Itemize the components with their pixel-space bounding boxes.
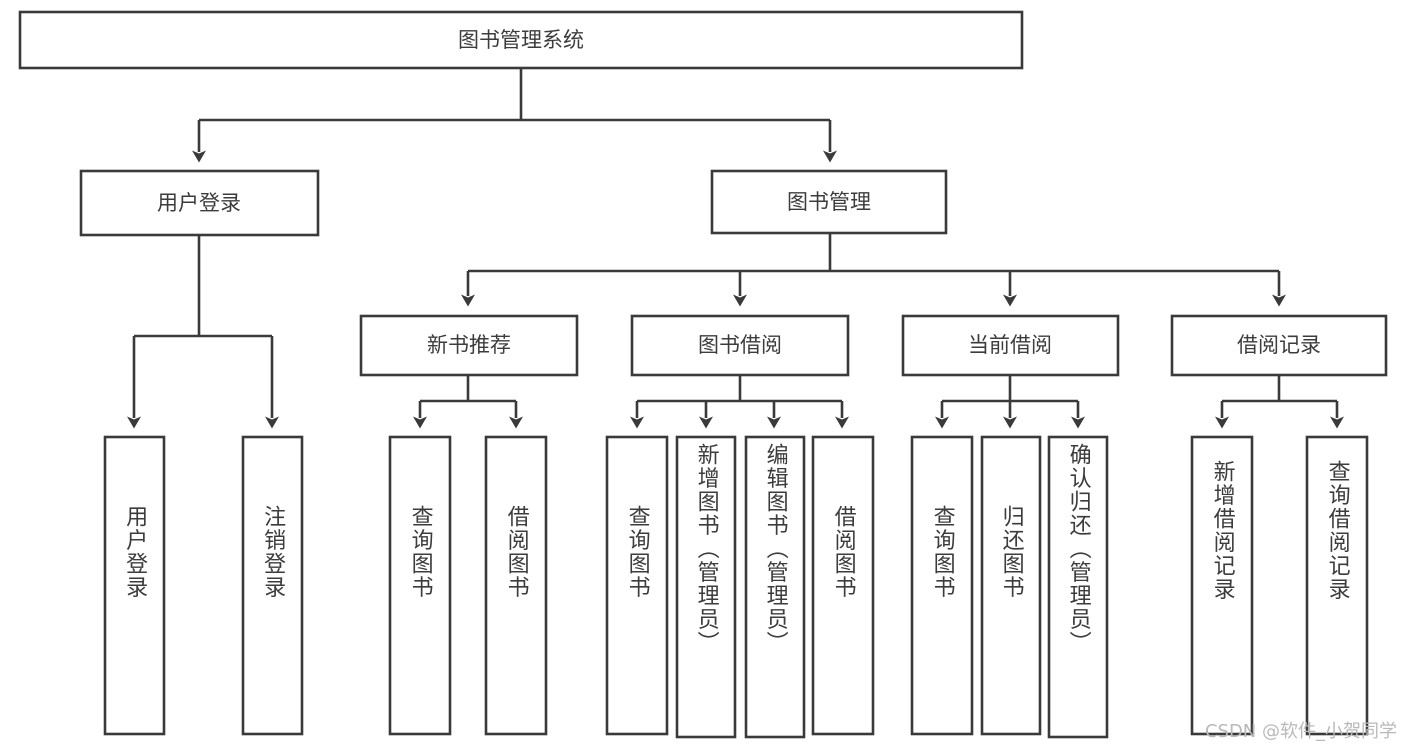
node-borrow-record-label: 借阅记录 xyxy=(1237,333,1321,357)
node-borrow-record[interactable]: 借阅记录 xyxy=(1170,314,1388,377)
node-leaf-query-book-2-box[interactable] xyxy=(605,435,669,736)
node-root-box[interactable] xyxy=(18,10,1024,70)
node-user-login[interactable]: 用户登录 xyxy=(79,169,320,237)
node-leaf-confirm-return-box[interactable] xyxy=(1047,435,1109,739)
node-book-manage[interactable]: 图书管理 xyxy=(710,169,948,235)
node-current-borrow-box[interactable] xyxy=(901,314,1120,377)
node-book-borrow[interactable]: 图书借阅 xyxy=(630,314,850,377)
node-user-login-label: 用户登录 xyxy=(157,191,241,215)
node-leaf-user-login-box[interactable] xyxy=(103,435,166,736)
node-book-manage-box[interactable] xyxy=(710,169,948,235)
node-user-login-box[interactable] xyxy=(79,169,320,237)
node-leaf-add-record-box[interactable] xyxy=(1190,435,1254,736)
node-leaf-return-book-box[interactable] xyxy=(980,435,1042,736)
node-leaf-query-book-3-box[interactable] xyxy=(910,435,974,736)
node-leaf-edit-book-box[interactable] xyxy=(744,435,806,739)
node-root[interactable]: 图书管理系统 xyxy=(18,10,1024,70)
node-leaf-add-book-box[interactable] xyxy=(675,435,737,739)
node-borrow-record-box[interactable] xyxy=(1170,314,1388,377)
node-leaf-query-record-box[interactable] xyxy=(1305,435,1369,736)
node-leaf-borrow-book-2-box[interactable] xyxy=(811,435,875,736)
node-book-manage-label: 图书管理 xyxy=(787,190,871,214)
node-current-borrow[interactable]: 当前借阅 xyxy=(901,314,1120,377)
node-leaf-logout-box[interactable] xyxy=(241,435,304,736)
leaf-boxes xyxy=(103,435,1369,739)
node-new-book-rec-box[interactable] xyxy=(359,314,579,377)
csdn-watermark: CSDN @软件_小贺同学 xyxy=(1204,721,1397,742)
node-current-borrow-label: 当前借阅 xyxy=(968,333,1052,357)
node-root-label: 图书管理系统 xyxy=(458,28,584,52)
node-book-borrow-label: 图书借阅 xyxy=(698,333,782,357)
node-book-borrow-box[interactable] xyxy=(630,314,850,377)
node-new-book-rec-label: 新书推荐 xyxy=(427,333,511,357)
node-leaf-query-book-1-box[interactable] xyxy=(388,435,452,736)
node-new-book-rec[interactable]: 新书推荐 xyxy=(359,314,579,377)
connectors xyxy=(127,68,1344,429)
node-leaf-borrow-book-1-box[interactable] xyxy=(484,435,548,736)
